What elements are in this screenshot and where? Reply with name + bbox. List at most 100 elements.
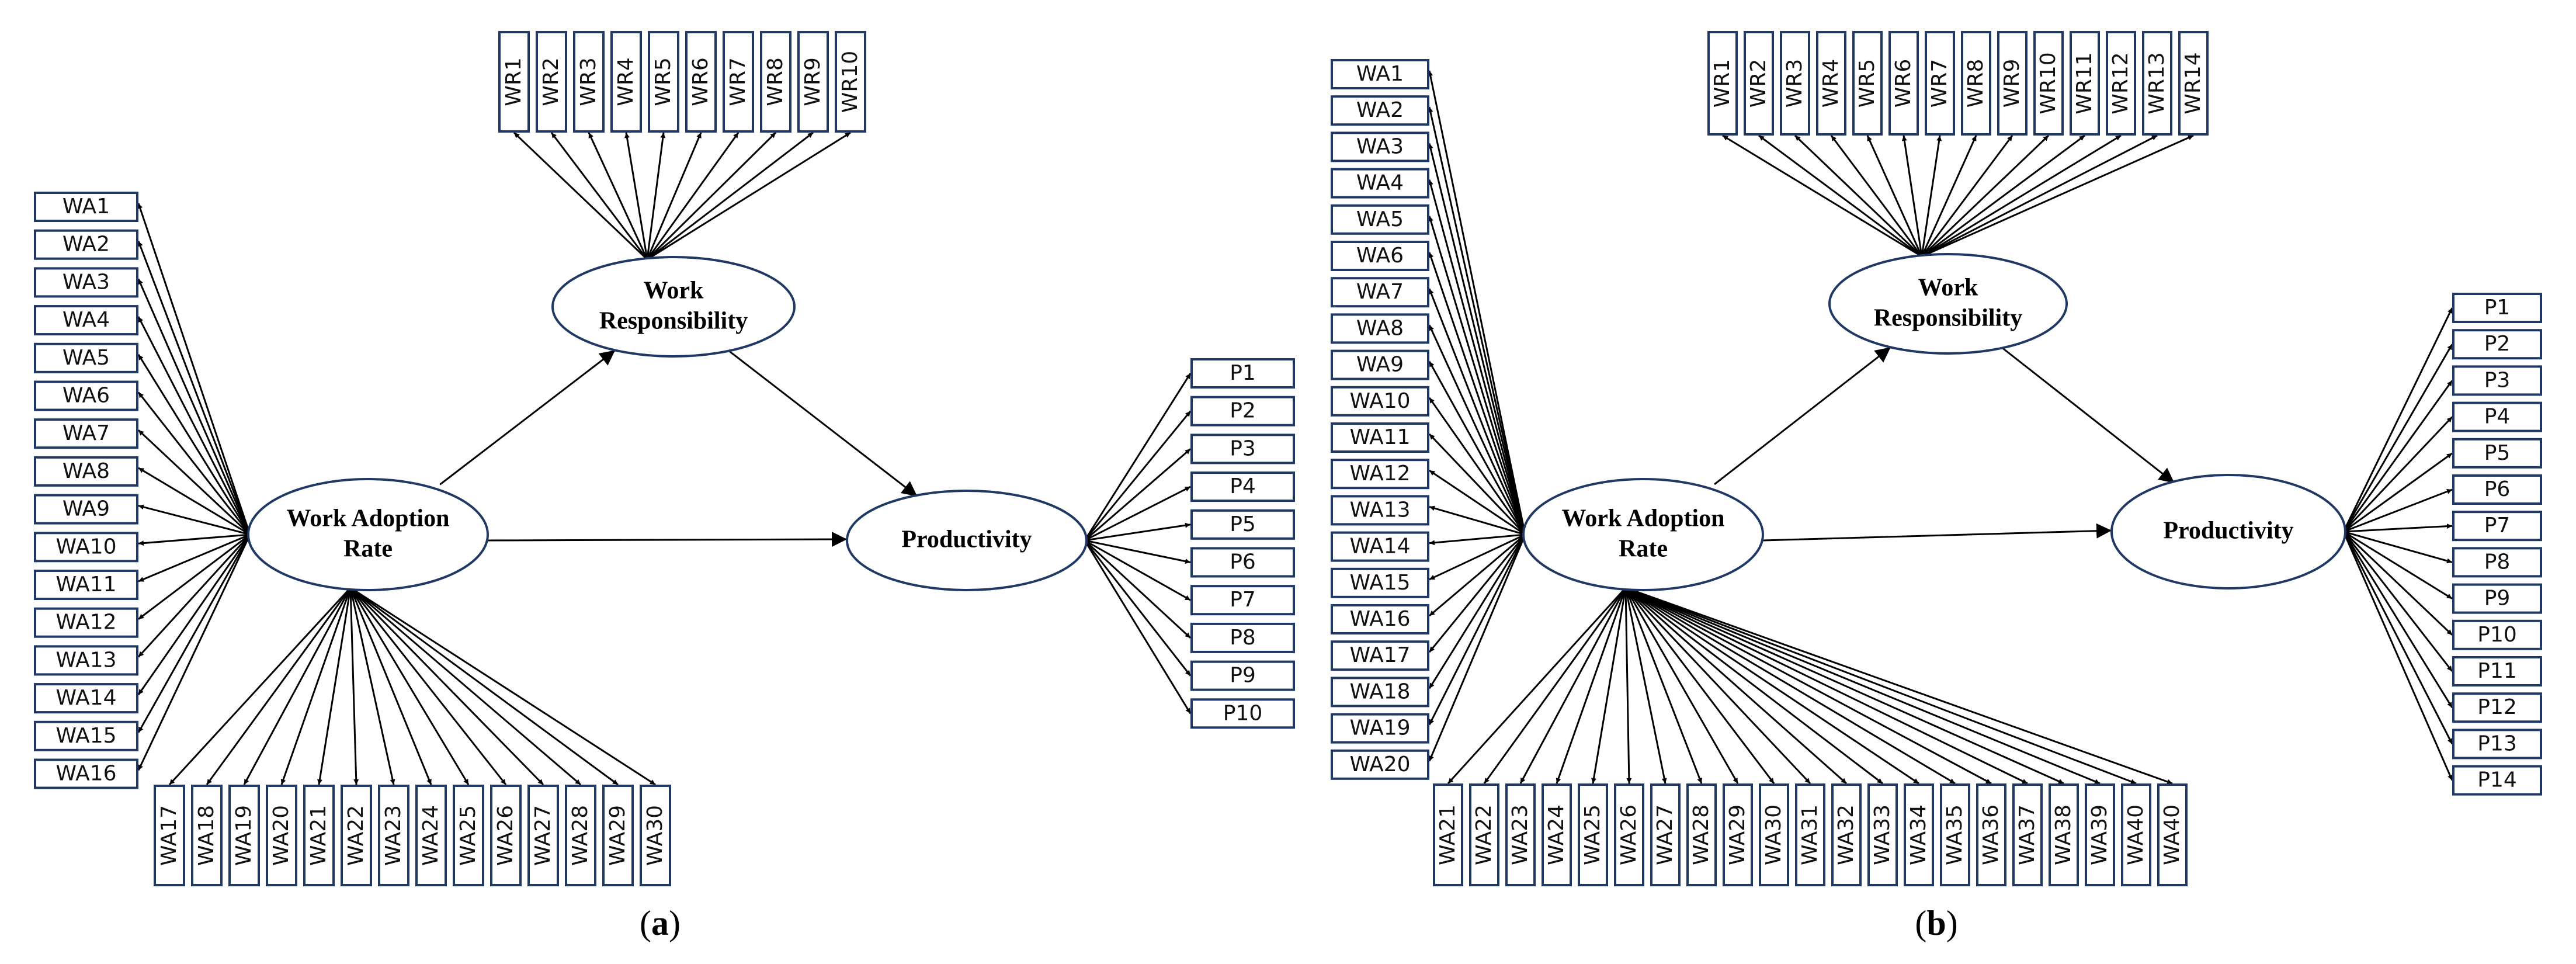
panel-b-wa-left-10-arrow xyxy=(1428,397,1526,535)
panel-b-wr-top-1: WR1 xyxy=(1707,31,1738,136)
panel-a-wa-bottom-6: WA22 xyxy=(341,785,372,886)
panel-b-wa-left-15: WA15 xyxy=(1331,567,1429,598)
panel-b-wa-left-2-box xyxy=(1331,95,1429,126)
panel-a-wa-left-5-arrow xyxy=(137,354,251,535)
panel-b-wa-bottom-9-box xyxy=(1723,783,1753,886)
panel-b-wa-bottom-8-arrow xyxy=(1624,587,1703,784)
panel-b-wr-top-6-arrow xyxy=(1901,135,1923,257)
panel-b-p-right-12-label: P12 xyxy=(2477,695,2517,719)
panel-b-wr-top-13: WR13 xyxy=(2142,31,2172,136)
panel-a-caption-close: ) xyxy=(669,904,681,942)
panel-a-wa-left-5: WA5 xyxy=(34,342,138,373)
panel-b-wa-bottom-11: WA31 xyxy=(1795,783,1825,886)
panel-b-p-right-9-box xyxy=(2452,583,2542,614)
panel-b-wa-left-13: WA13 xyxy=(1331,495,1429,526)
panel-a-wa-left-6: WA6 xyxy=(34,380,138,411)
panel-b-wa-left-16-box xyxy=(1331,604,1429,634)
panel-b-wa-left-7-box xyxy=(1331,277,1429,308)
panel-b-p-right-7-arrow xyxy=(2343,523,2453,533)
panel-a-wa-bottom-6-box xyxy=(341,785,372,886)
panel-a-wa-left-9-box xyxy=(34,494,138,525)
panel-b-wa-left-5-box xyxy=(1331,204,1429,235)
panel-a-wr-top-4-box xyxy=(610,31,642,133)
panel-a-wa-left-1-box xyxy=(34,192,138,222)
panel-b-wa-bottom-4: WA24 xyxy=(1542,783,1572,886)
panel-b-p-right-3-box xyxy=(2452,365,2542,396)
panel-b-wa-bottom-15-label: WA35 xyxy=(1943,805,1967,865)
panel-a-wa-bottom-8-box xyxy=(415,785,447,886)
panel-a-p-right-4-box xyxy=(1190,471,1295,502)
panel-b-wa-left-17-label: WA17 xyxy=(1349,643,1410,667)
panel-b-p-right-3-label: P3 xyxy=(2484,368,2511,392)
panel-b-wa-bottom-20-label: WA40 xyxy=(2124,805,2148,865)
panel-b-p-right-3-arrow xyxy=(2342,380,2453,532)
panel-b-wa-left-11-arrow xyxy=(1428,433,1526,536)
panel-a-wr-top-3-label: WR3 xyxy=(577,57,600,106)
panel-b-wa-bottom-1-label: WA21 xyxy=(1436,805,1460,865)
panel-a-wa-left-3-box xyxy=(34,267,138,298)
panel-b-wa-bottom-3: WA23 xyxy=(1505,783,1536,886)
panel-b-p-right-7: P7 xyxy=(2452,511,2542,542)
panel-a-wr-top-5-box xyxy=(648,31,679,133)
panel-b-wa-left-9: WA9 xyxy=(1331,349,1429,380)
panel-b-wr-top-13-box xyxy=(2142,31,2172,136)
panel-b-wa-left-20: WA20 xyxy=(1331,749,1429,780)
panel-b-wa-left-16: WA16 xyxy=(1331,604,1429,634)
panel-b-wa-left-2: WA2 xyxy=(1331,95,1429,126)
panel-b-latent-work-adoption-rate-label-line-2: Rate xyxy=(1619,536,1668,563)
panel-b-wa-bottom-4-arrow xyxy=(1556,587,1627,784)
panel-b-wr-top-2-arrow xyxy=(1758,134,1922,258)
panel-a-wa-left-2-label: WA2 xyxy=(63,233,110,256)
panel-b-wa-bottom-2-box xyxy=(1469,783,1499,886)
panel-a-p-right-8-label: P8 xyxy=(1230,626,1256,650)
panel-b-wa-left-12: WA12 xyxy=(1331,459,1429,490)
panel-b-wa-bottom-2: WA22 xyxy=(1469,783,1499,886)
panel-b-wr-top-13-label: WR13 xyxy=(2145,52,2169,114)
panel-b-p-right-1-box xyxy=(2452,293,2542,323)
panel-b-wa-left-13-box xyxy=(1331,495,1429,526)
panel-b-wa-left-8-label: WA8 xyxy=(1356,316,1404,340)
panel-b-wa-bottom-5-box xyxy=(1578,783,1608,886)
panel-a-wa-bottom-11-box xyxy=(527,785,559,886)
panel-b-p-right-13-box xyxy=(2452,729,2542,760)
panel-a-wa-bottom-11-arrow xyxy=(349,587,544,786)
panel-a-wa-left-6-box xyxy=(34,380,138,411)
panel-a-wa-left-9-label: WA9 xyxy=(63,497,110,521)
panel-b-wa-left-10-box xyxy=(1331,386,1429,417)
panel-b-p-right-12-arrow xyxy=(2342,531,2453,708)
panel-b-wa-bottom-12-arrow xyxy=(1625,587,1847,785)
panel-a-wr-top-5-label: WR5 xyxy=(651,57,675,106)
panel-a-p-right-4-label: P4 xyxy=(1230,474,1256,498)
panel-b-wa-left-6-box xyxy=(1331,241,1429,271)
panel-b-wa-bottom-11-box xyxy=(1795,783,1825,886)
panel-a-wa-left-8-label: WA8 xyxy=(63,459,110,483)
panel-a-wa-bottom-14-arrow xyxy=(350,587,656,786)
panel-a-wa-bottom-11-label: WA27 xyxy=(531,805,555,866)
panel-b-wa-bottom-12-label: WA32 xyxy=(1834,805,1858,865)
panel-b-wr-top-4-arrow xyxy=(1830,135,1923,257)
panel-b-latent-productivity: Productivity xyxy=(2110,474,2346,590)
panel-a-wa-left-11-box xyxy=(34,570,138,600)
panel-a-wa-left-8-box xyxy=(34,456,138,487)
panel-a-wr-top-7-arrow xyxy=(646,132,740,260)
panel-b-wr-top-3-label: WR3 xyxy=(1783,59,1807,108)
panel-b-wa-left-15-label: WA15 xyxy=(1349,571,1410,595)
panel-a-p-right-9-box xyxy=(1190,660,1295,691)
panel-a-wa-bottom-12: WA28 xyxy=(565,785,596,886)
panel-b-p-right-2-arrow xyxy=(2342,344,2453,532)
panel-a-p-right-9: P9 xyxy=(1190,660,1295,691)
panel-a-p-right-10: P10 xyxy=(1190,698,1295,729)
panel-b-wr-top-7: WR7 xyxy=(1925,31,1955,136)
panel-a-p-right-2-arrow xyxy=(1084,410,1192,541)
panel-b-wa-left-8: WA8 xyxy=(1331,313,1429,344)
panel-b-caption-letter: b xyxy=(1926,904,1946,942)
panel-b-wa-bottom-10-arrow xyxy=(1624,587,1775,784)
panel-b-wr-top-9-arrow xyxy=(1921,135,2013,257)
nodes-layer: WA1WA2WA3WA4WA5WA6WA7WA8WA9WA10WA11WA12W… xyxy=(34,31,2542,942)
panel-b-wa-bottom-16-arrow xyxy=(1625,587,1992,785)
panel-a-p-right-1-box xyxy=(1190,358,1295,389)
panel-b-p-right-14-arrow xyxy=(2342,531,2453,781)
panel-a-p-right-4-arrow xyxy=(1084,486,1191,542)
panel-a-wa-bottom-12-label: WA28 xyxy=(568,805,592,866)
